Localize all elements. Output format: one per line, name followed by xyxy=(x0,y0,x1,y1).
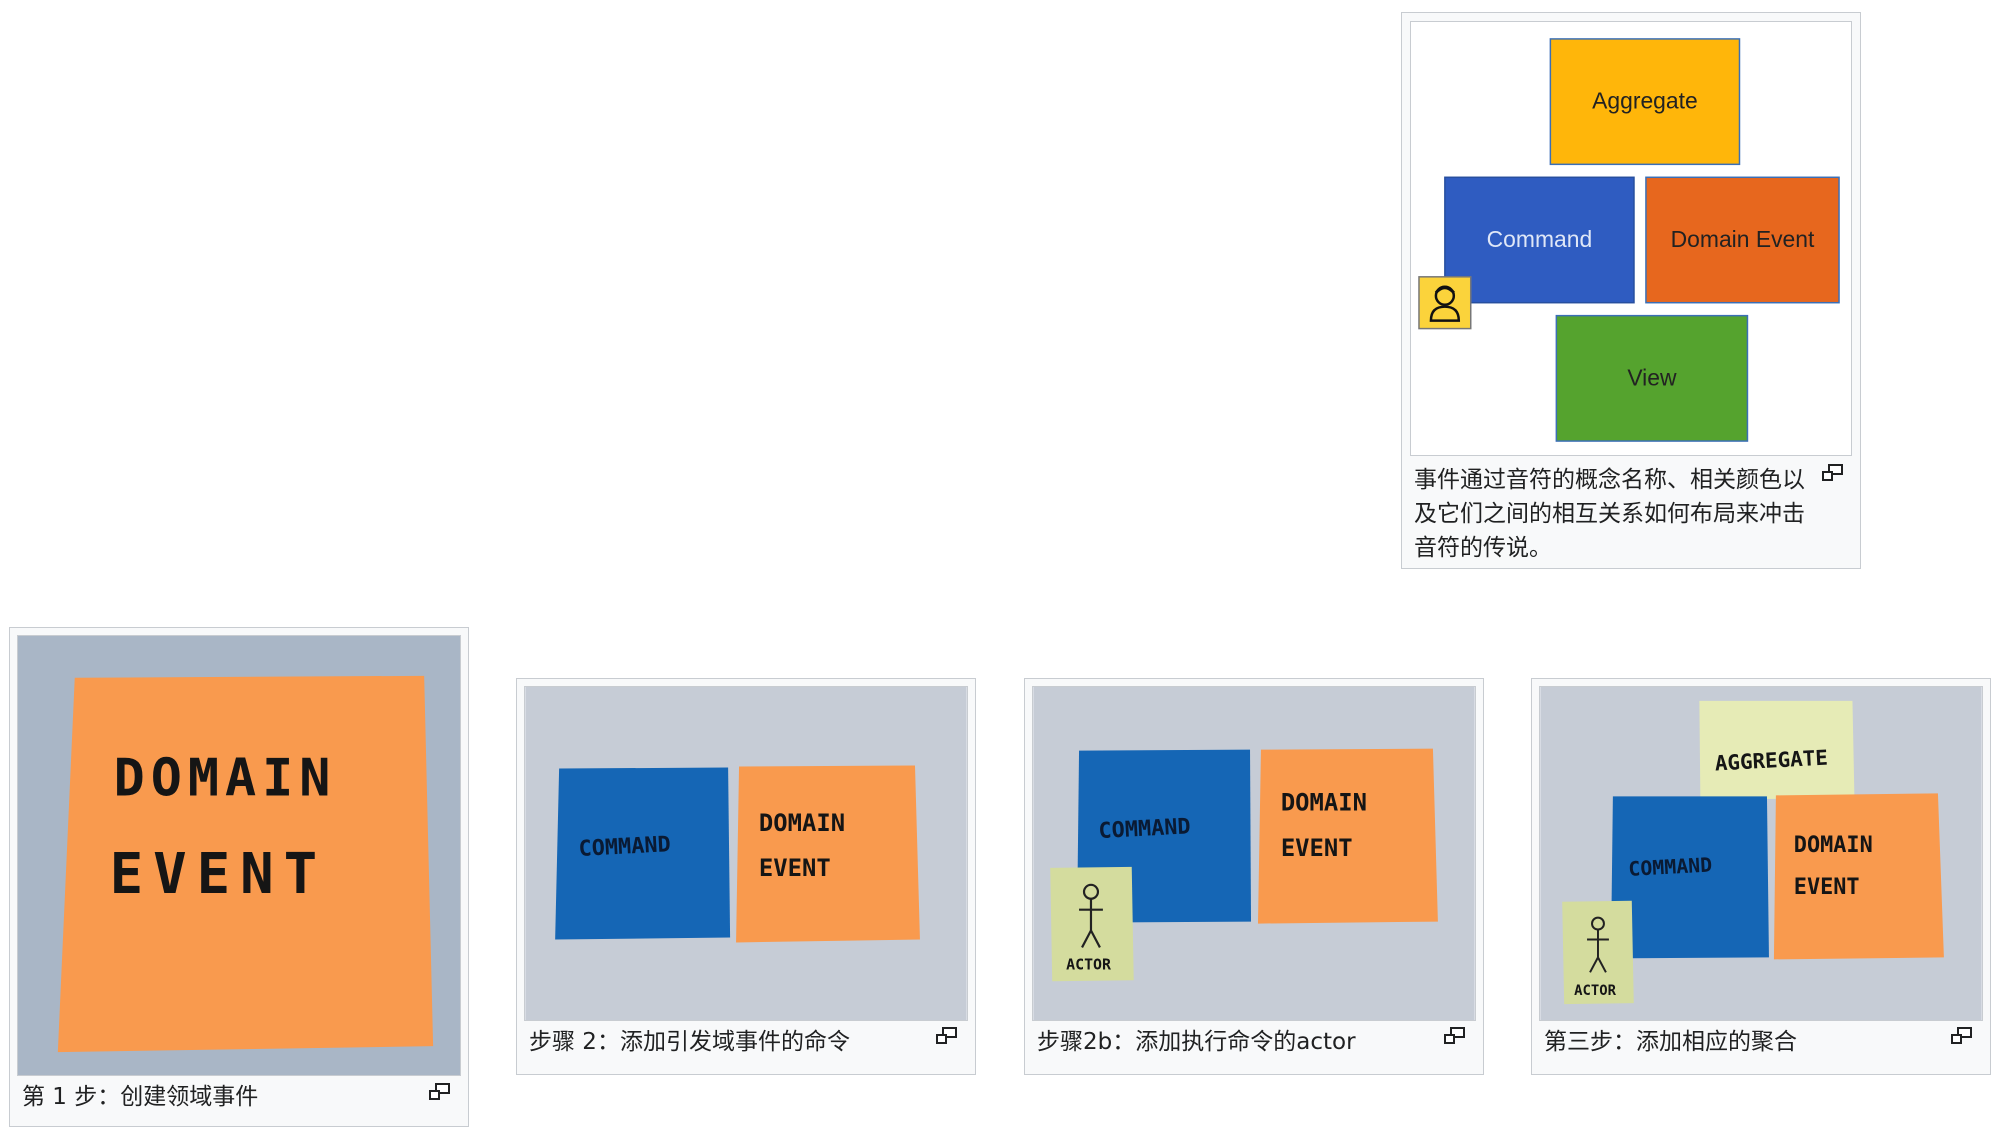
legend-caption: 事件通过音符的概念名称、相关颜色以及它们之间的相互关系如何布局来冲击音符的传说。 xyxy=(1414,467,1805,561)
actor-note-text: ACTOR xyxy=(1574,983,1616,999)
domain-event-sticky-note xyxy=(1773,793,1944,960)
command-note-text: COMMAND xyxy=(1098,814,1191,844)
step3-image[interactable]: AGGREGATE COMMAND DOMAIN EVENT ACTOR xyxy=(1539,686,1983,1021)
step2b-figure: COMMAND DOMAIN EVENT ACTOR 步骤2b：添加执行命令的a… xyxy=(1024,678,1484,1075)
domain-event-sticky-note xyxy=(736,765,920,943)
actor-note-text: ACTOR xyxy=(1066,955,1111,973)
event-line1: DOMAIN xyxy=(1794,833,1873,858)
step3-photo: AGGREGATE COMMAND DOMAIN EVENT ACTOR xyxy=(1540,687,1982,1020)
view-box xyxy=(1555,314,1749,442)
step2b-photo: COMMAND DOMAIN EVENT ACTOR xyxy=(1033,687,1475,1020)
domain-event-sticky-note xyxy=(1257,748,1438,924)
legend-figure: Aggregate Command Domain Event View 事件通过… xyxy=(1401,12,1861,569)
aggregate-note-text: AGGREGATE xyxy=(1714,746,1828,776)
enlarge-icon[interactable] xyxy=(1444,1027,1466,1045)
command-label: Command xyxy=(1487,226,1593,252)
step3-figure: AGGREGATE COMMAND DOMAIN EVENT ACTOR 第三步… xyxy=(1531,678,1991,1075)
event-line2: EVENT xyxy=(1794,875,1860,900)
command-sticky-note xyxy=(555,767,731,940)
enlarge-icon[interactable] xyxy=(936,1027,958,1045)
domain-event-box xyxy=(1645,176,1840,304)
step2-figure: COMMAND DOMAIN EVENT 步骤 2：添加引发域事件的命令 xyxy=(516,678,976,1075)
step2-photo: COMMAND DOMAIN EVENT xyxy=(525,687,967,1020)
person-icon xyxy=(1079,883,1103,948)
aggregate-label: Aggregate xyxy=(1592,88,1698,114)
enlarge-icon[interactable] xyxy=(429,1083,451,1101)
event-line2: EVENT xyxy=(1281,834,1353,862)
command-sticky-note xyxy=(1610,796,1769,959)
step2b-image[interactable]: COMMAND DOMAIN EVENT ACTOR xyxy=(1032,686,1476,1021)
domain-event-label: Domain Event xyxy=(1671,226,1815,252)
step1-image[interactable]: DOMAIN EVENT xyxy=(17,635,461,1076)
enlarge-icon[interactable] xyxy=(1951,1027,1973,1045)
command-note-text: COMMAND xyxy=(1628,854,1713,881)
step2-caption: 步骤 2：添加引发域事件的命令 xyxy=(529,1029,850,1055)
actor-person-icon xyxy=(1418,276,1472,330)
step2b-caption: 步骤2b：添加执行命令的actor xyxy=(1037,1029,1356,1055)
domain-event-sticky-note xyxy=(57,675,434,1053)
enlarge-icon[interactable] xyxy=(1822,464,1844,482)
command-note-text: COMMAND xyxy=(578,832,671,862)
step1-caption: 第 1 步：创建领域事件 xyxy=(22,1084,259,1110)
command-box xyxy=(1444,176,1635,304)
event-line1: DOMAIN xyxy=(759,809,845,837)
event-line1: DOMAIN xyxy=(1281,788,1367,816)
step2-image[interactable]: COMMAND DOMAIN EVENT xyxy=(524,686,968,1021)
event-line2: EVENT xyxy=(759,854,831,882)
aggregate-sticky-note xyxy=(1699,700,1855,800)
step1-photo: DOMAIN EVENT xyxy=(18,636,460,1075)
step1-figure: DOMAIN EVENT 第 1 步：创建领域事件 xyxy=(9,627,469,1127)
person-icon xyxy=(1587,916,1609,973)
note-line2: EVENT xyxy=(110,842,328,907)
legend-image[interactable]: Aggregate Command Domain Event View xyxy=(1410,21,1852,456)
legend-diagram: Aggregate Command Domain Event View xyxy=(1418,38,1840,442)
step3-caption: 第三步：添加相应的聚合 xyxy=(1544,1029,1797,1055)
aggregate-box xyxy=(1549,38,1741,166)
view-label: View xyxy=(1627,364,1677,390)
note-line1: DOMAIN xyxy=(114,748,337,808)
